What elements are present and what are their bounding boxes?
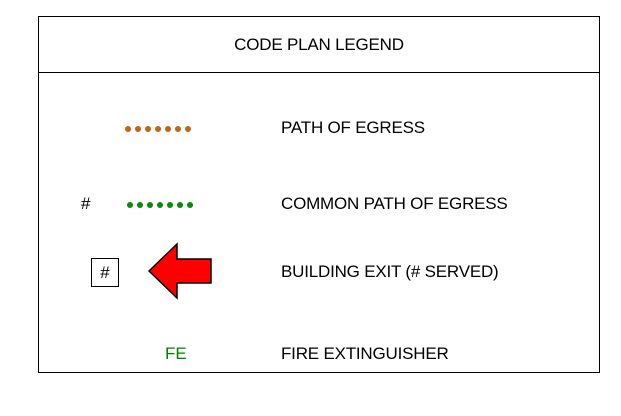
common-path-of-egress-line — [127, 202, 193, 208]
left-arrow-icon — [147, 242, 212, 300]
fire-extinguisher-symbol: FE — [165, 344, 187, 363]
building-exit-label: BUILDING EXIT (# SERVED) — [281, 262, 499, 281]
code-plan-legend: CODE PLAN LEGEND PATH OF EGRESS # COMMON… — [38, 16, 600, 373]
exit-served-count-box: # — [91, 258, 119, 287]
legend-title: CODE PLAN LEGEND — [39, 17, 599, 73]
common-path-marker: # — [81, 194, 91, 213]
common-path-of-egress-label: COMMON PATH OF EGRESS — [281, 194, 508, 213]
fire-extinguisher-label: FIRE EXTINGUISHER — [281, 344, 449, 363]
path-of-egress-line — [125, 126, 191, 132]
path-of-egress-label: PATH OF EGRESS — [281, 118, 425, 137]
